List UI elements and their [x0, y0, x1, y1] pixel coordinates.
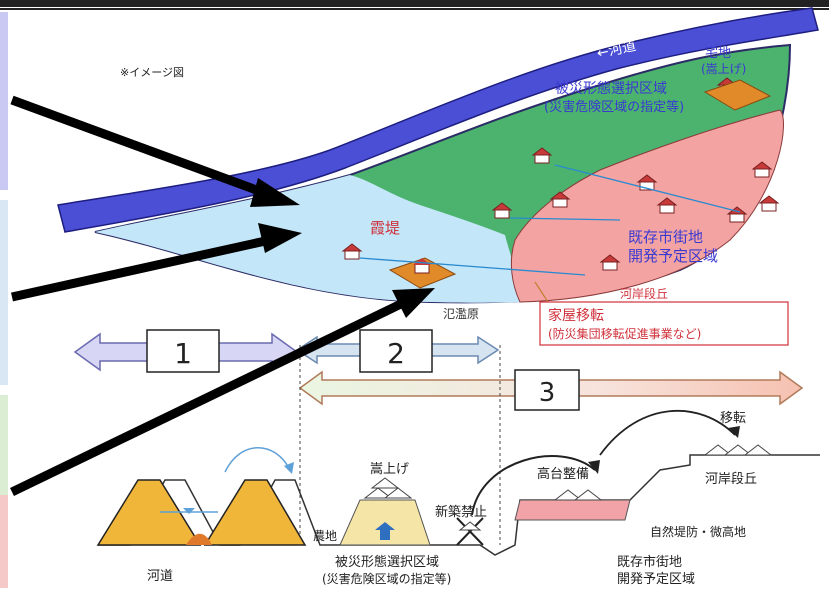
selection-zone-sub-label: (災害危険区域の指定等) [544, 99, 684, 115]
house-icon [491, 202, 513, 219]
raise-label: 嵩上げ [370, 462, 409, 477]
housing-lot-sub-label: (嵩上げ) [701, 62, 746, 76]
no-new-build-label: 新築禁止 [435, 504, 487, 520]
existing-town-sub-label: 開発予定区域 [628, 247, 718, 265]
left-strip-2 [0, 200, 8, 385]
terrace-houses [703, 444, 773, 456]
pointer-arrow-1-head [250, 178, 300, 207]
highland-block [514, 499, 631, 521]
relocation-pointer [534, 281, 549, 303]
relocation-sub-label: (防災集団移転促進事業など) [548, 326, 701, 341]
relocation-lines [359, 164, 741, 276]
zone-box-3 [514, 369, 580, 411]
highland-dev-label: 高台整備 [537, 466, 589, 482]
terrace-move-arrow [599, 409, 736, 456]
existing-town-section-sub-label: 開発予定区域 [617, 572, 695, 587]
pointer-arrow-1 [10, 95, 272, 200]
riverbed [186, 533, 212, 545]
farmland-label: 農地 [313, 529, 337, 543]
relocation-callout [539, 301, 789, 346]
zone-box-2 [359, 329, 433, 373]
house-icon [656, 197, 678, 214]
relocation-label: 家屋移転 [548, 307, 604, 324]
left-strip-4 [0, 495, 8, 588]
overflow-arrow-head [284, 462, 294, 474]
pointer-arrow-2 [11, 235, 271, 302]
existing-town-section-label: 既存市街地 [617, 554, 682, 570]
no-build-cross-icon [456, 517, 484, 546]
left-strip-1 [0, 12, 8, 190]
selection-zone-section-label: 被災形態選択区域 [335, 554, 439, 570]
overflow-arrow [224, 447, 291, 473]
river-channel-label: 河道 [147, 569, 173, 584]
levee-left [96, 479, 202, 546]
zone-number-3: 3 [539, 378, 556, 408]
raise-up-arrow [375, 522, 395, 540]
selection-zone-section-sub-label: (災害危険区域の指定等) [322, 571, 451, 586]
zone-number-2: 2 [387, 337, 405, 370]
house-icon [341, 243, 363, 260]
raised-lot-platform [703, 79, 772, 111]
natural-levee-label: 自然堤防・微高地 [650, 524, 746, 539]
river-band [57, 7, 819, 233]
top-border [0, 0, 829, 7]
pointer-arrows [10, 95, 435, 497]
no-build-house [458, 521, 482, 531]
river-terrace-label: 河岸段丘 [705, 472, 757, 487]
pointer-arrow-3-head [392, 288, 435, 318]
zone-number-1: 1 [174, 337, 192, 370]
levee-right [203, 479, 307, 546]
house-icon [758, 195, 780, 212]
existing-town-label: 既存市街地 [628, 228, 703, 246]
house-icon [636, 174, 658, 191]
mound-houses [363, 477, 413, 499]
kasumi-levee-label: 霞堤 [370, 219, 400, 237]
house-icon [751, 161, 773, 178]
highland-houses [553, 489, 603, 501]
left-strip-3 [0, 395, 8, 495]
house-icon [599, 254, 621, 271]
floodplain-label: 氾濫原 [443, 307, 479, 321]
river-terrace-map-label: 河岸段丘 [620, 286, 668, 301]
existing-town-zone [510, 109, 784, 303]
house-icon [531, 147, 553, 164]
pointer-arrow-3 [10, 297, 407, 497]
relocation-section-label: 移転 [720, 411, 746, 426]
image-note: ※イメージ図 [120, 66, 184, 79]
terrace-move-arrow-head [728, 426, 740, 438]
pointer-arrow-2-head [258, 223, 302, 253]
selection-zone-label: 被災形態選択区域 [555, 81, 667, 97]
move-arrow [471, 455, 596, 516]
top-border-thin [0, 8, 829, 10]
zone-box-1 [146, 329, 220, 373]
housing-lot-label: 宅地 [705, 46, 731, 61]
house-icon [549, 191, 571, 208]
water-level-marker [183, 508, 195, 514]
move-arrow-head [588, 460, 600, 474]
